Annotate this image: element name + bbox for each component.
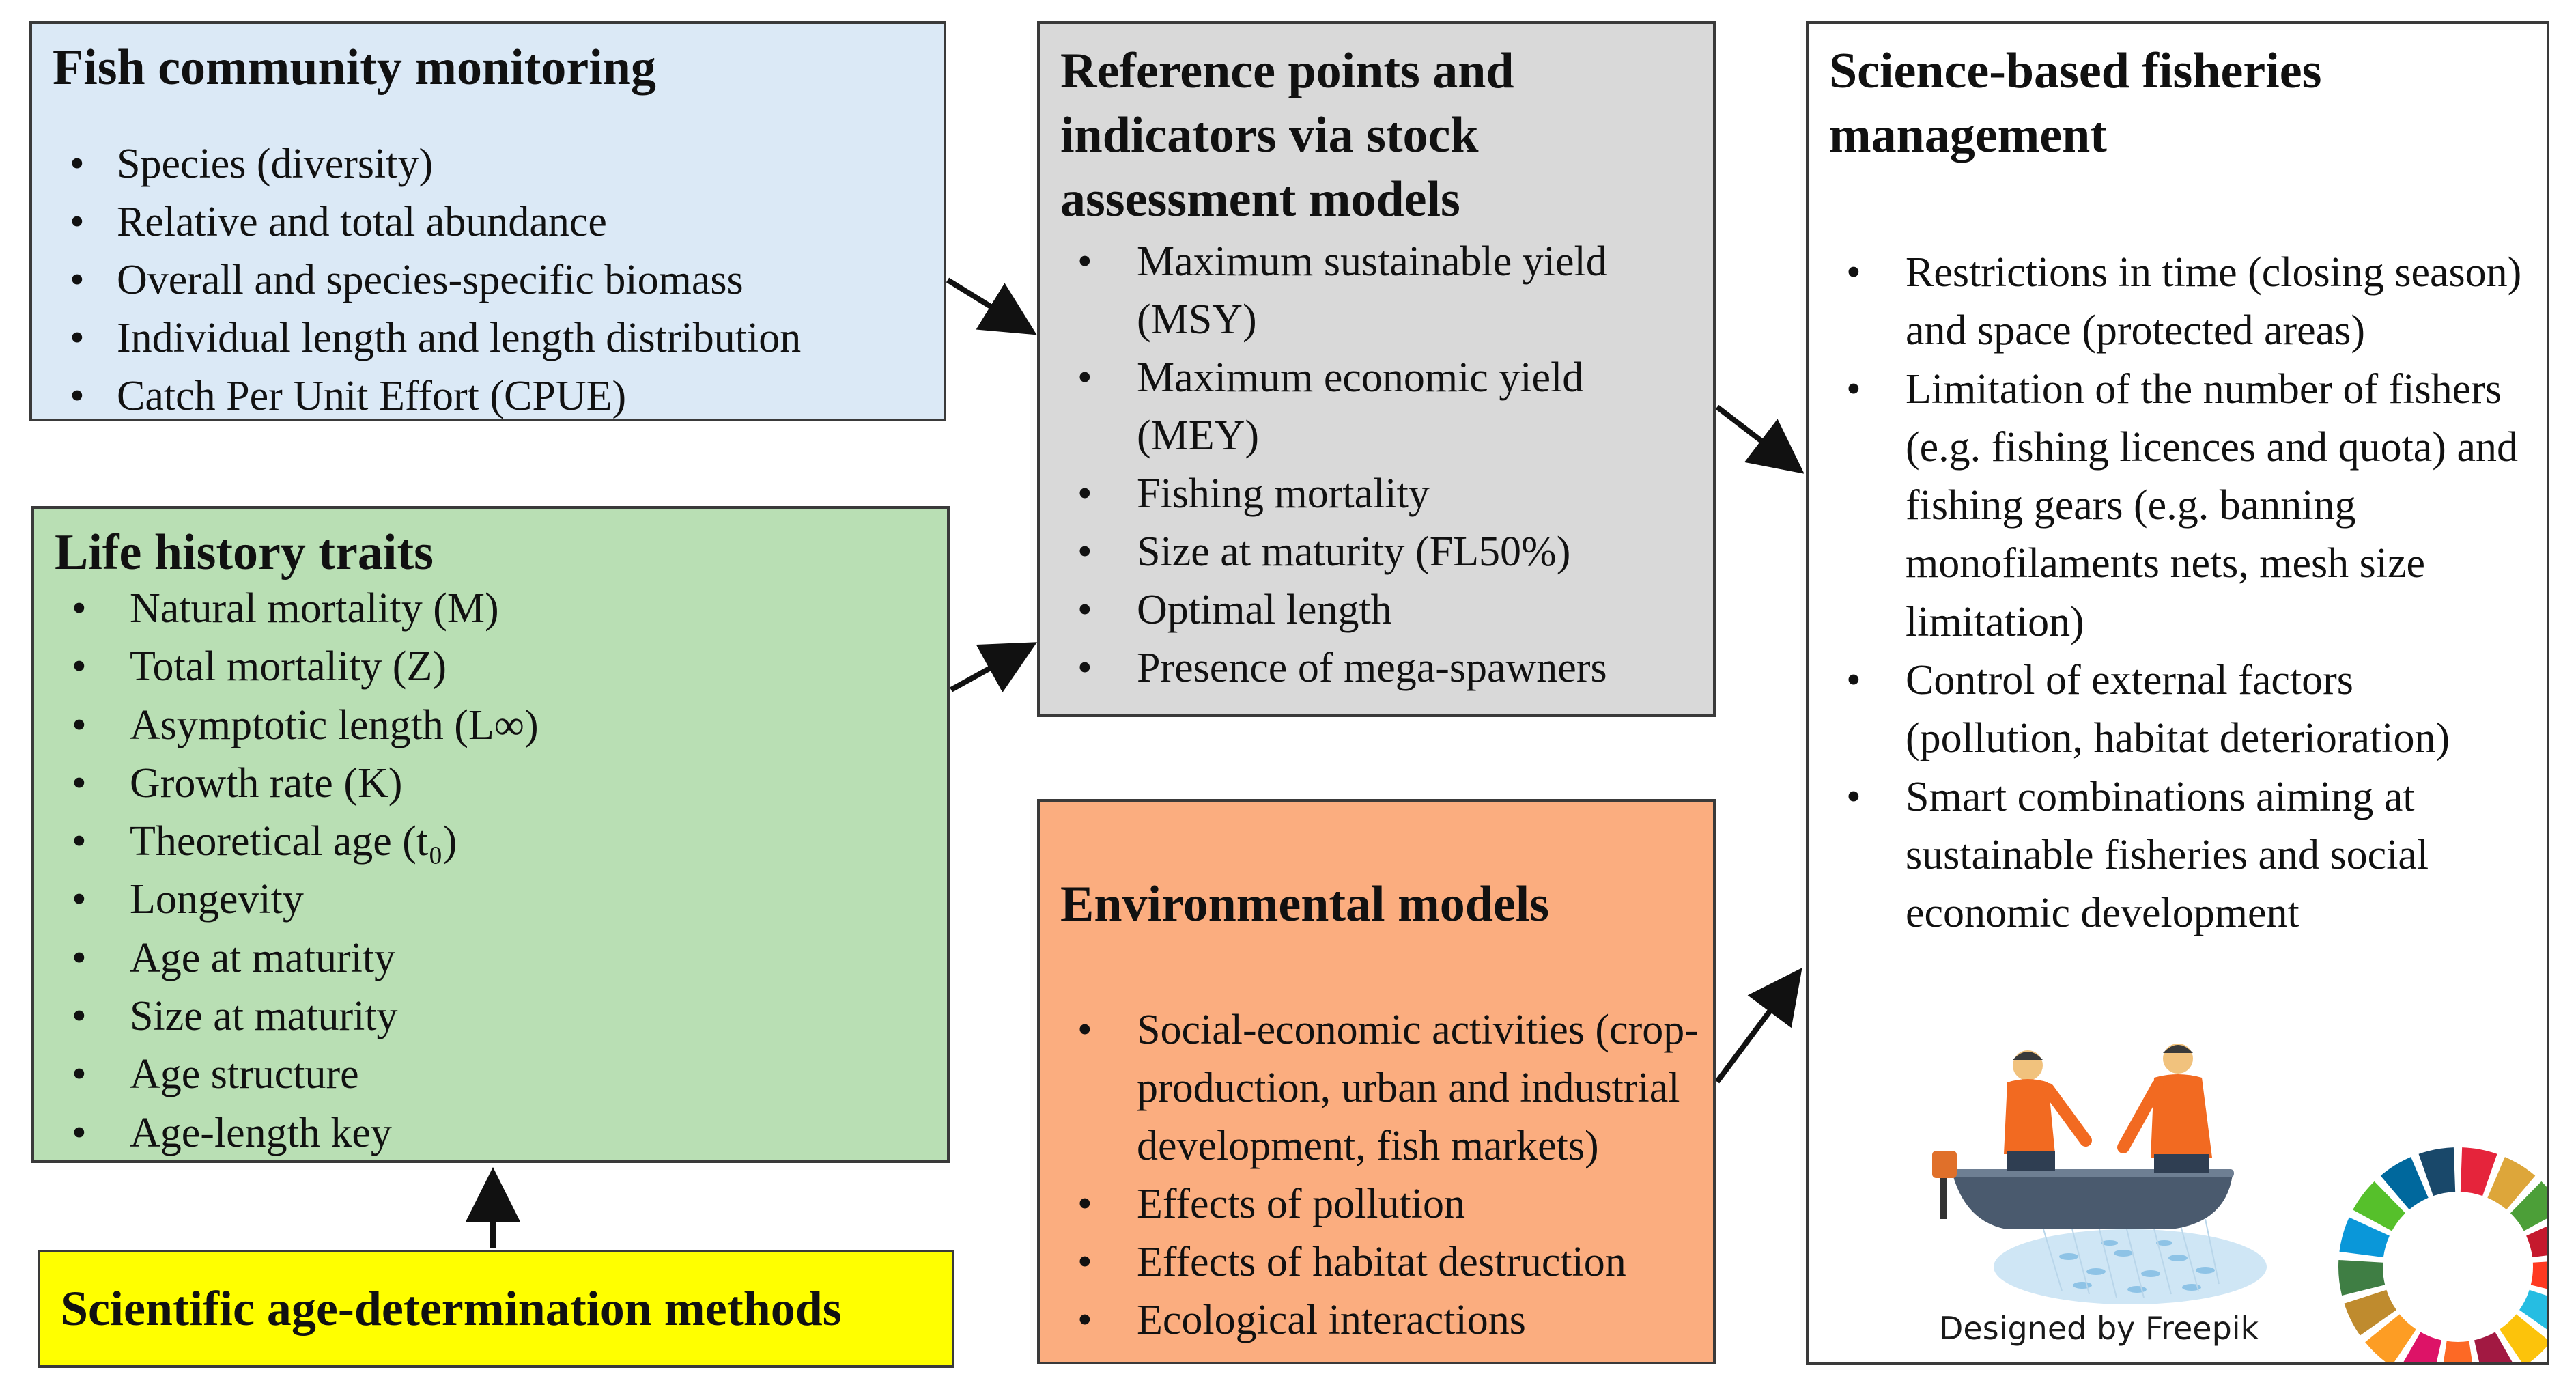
list-item: Species (diversity) xyxy=(53,135,801,193)
list-item: Overall and species-specific biomass xyxy=(53,251,801,309)
life-history-title: Life history traits xyxy=(55,524,434,580)
list-item: Growth rate (K) xyxy=(55,755,539,813)
list-item: Size at maturity xyxy=(55,988,539,1046)
list-item: Natural mortality (M) xyxy=(55,580,539,639)
sdg-wheel-segment xyxy=(2338,1259,2386,1296)
list-item: Total mortality (Z) xyxy=(55,638,539,697)
motor-shaft-icon xyxy=(1940,1178,1947,1219)
sdg-wheel-segment xyxy=(2487,1157,2536,1210)
sdg-wheel-segment xyxy=(2443,1341,2473,1362)
list-item: Relative and total abundance xyxy=(53,193,801,251)
motor-icon xyxy=(1932,1151,1957,1178)
arrow-environmental-to-management xyxy=(1714,968,1802,1084)
list-item: Presence of mega-spawners xyxy=(1060,639,1706,697)
list-item: Social-economic activities (crop-product… xyxy=(1060,1001,1706,1175)
list-item: Age-length key xyxy=(55,1104,539,1163)
image-credit: Designed by Freepik xyxy=(1939,1310,2259,1347)
management-list: Restrictions in time (closing season) an… xyxy=(1829,244,2536,943)
sdg-wheel-segment xyxy=(2418,1147,2456,1196)
list-item: Asymptotic length (L∞) xyxy=(55,697,539,755)
sdg-wheel-segment xyxy=(2403,1332,2442,1362)
list-item: Limitation of the number of fishers (e.g… xyxy=(1829,361,2536,652)
sdg-wheel-segment xyxy=(2460,1147,2497,1196)
sdg-wheel-segment xyxy=(2353,1181,2406,1231)
arrow-fish-to-reference xyxy=(946,277,1037,335)
fish-community-title: Fish community monitoring xyxy=(53,40,656,96)
sdg-wheel-segment xyxy=(2526,1226,2547,1258)
list-item: Effects of pollution xyxy=(1060,1175,1706,1233)
list-item: Ecological interactions xyxy=(1060,1291,1706,1349)
list-item: Size at maturity (FL50%) xyxy=(1060,523,1706,581)
fish-community-box: Fish community monitoring Species (diver… xyxy=(29,21,946,425)
list-item: Maximum sustainable yield (MSY) xyxy=(1060,233,1706,349)
life-history-list: Natural mortality (M) Total mortality (Z… xyxy=(55,580,539,1162)
sdg-wheel-segment xyxy=(2380,1157,2429,1210)
fish-school-icon xyxy=(2059,1240,2215,1293)
list-item: Individual length and length distributio… xyxy=(53,309,801,367)
age-methods-title: Scientific age-determination methods xyxy=(61,1281,842,1336)
life-history-box: Life history traits Natural mortality (M… xyxy=(31,506,950,1163)
list-item: Smart combinations aiming at sustainable… xyxy=(1829,768,2536,943)
list-item: Maximum economic yield (MEY) xyxy=(1060,349,1706,465)
list-item: Control of external factors (pollution, … xyxy=(1829,652,2536,768)
sdg-wheel-segment xyxy=(2344,1289,2396,1336)
boat-hull-icon xyxy=(1953,1175,2233,1229)
sdg-wheel-segment xyxy=(2519,1289,2547,1330)
fish-community-list: Species (diversity) Relative and total a… xyxy=(53,135,801,425)
sdg-wheel-segment xyxy=(2474,1332,2513,1362)
list-item: Longevity xyxy=(55,871,539,929)
list-item: Optimal length xyxy=(1060,581,1706,639)
reference-points-title: Reference points and indicators via stoc… xyxy=(1060,43,1514,227)
sdg-wheel-segment xyxy=(2365,1314,2416,1362)
management-title: Science-based fisheries management xyxy=(1829,43,2322,163)
reference-points-box: Reference points and indicators via stoc… xyxy=(1037,21,1716,717)
fisherman-right-icon xyxy=(2117,1044,2212,1173)
net-lines-icon xyxy=(2041,1215,2220,1298)
sdg-wheel-segment xyxy=(2530,1261,2547,1289)
environmental-models-list: Social-economic activities (crop-product… xyxy=(1060,1001,1706,1349)
list-item: Age at maturity xyxy=(55,929,539,988)
fishermen-boat-illustration xyxy=(1932,1044,2267,1304)
reference-points-list: Maximum sustainable yield (MSY) Maximum … xyxy=(1060,233,1706,697)
environmental-models-box: Environmental models Social-economic act… xyxy=(1037,799,1716,1364)
list-item: Restrictions in time (closing season) an… xyxy=(1829,244,2536,361)
sdg-wheel-segment xyxy=(2510,1181,2547,1231)
sdg-wheel-segment xyxy=(2500,1314,2547,1362)
arrow-life-to-reference xyxy=(950,642,1037,692)
sdg-wheel-segment xyxy=(2339,1217,2390,1258)
management-box: Science-based fisheries management Restr… xyxy=(1806,21,2549,1365)
list-item: Theoretical age (t₀) xyxy=(55,813,539,871)
list-item: Catch Per Unit Effort (CPUE) xyxy=(53,367,801,425)
fisherman-left-icon xyxy=(2004,1050,2092,1171)
list-item: Age structure xyxy=(55,1046,539,1104)
sdg-wheel-icon xyxy=(2338,1147,2547,1362)
list-item: Effects of habitat destruction xyxy=(1060,1233,1706,1291)
environmental-models-title: Environmental models xyxy=(1060,876,1550,932)
list-item: Fishing mortality xyxy=(1060,465,1706,523)
age-methods-box: Scientific age-determination methods xyxy=(38,1250,954,1368)
arrow-reference-to-management xyxy=(1715,404,1804,474)
